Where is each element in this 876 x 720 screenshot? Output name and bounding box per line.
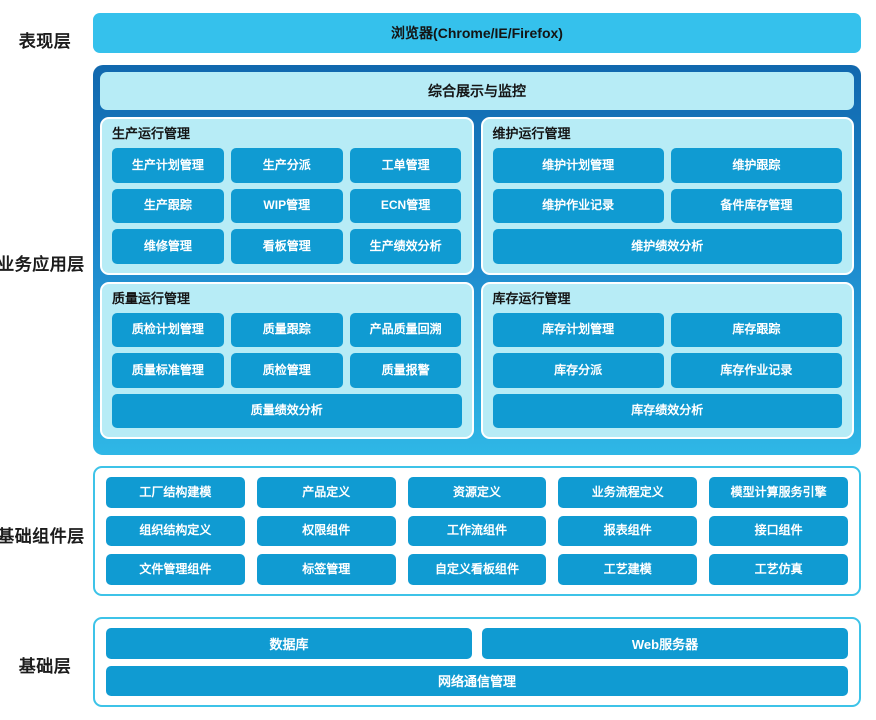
chip-wip-management[interactable]: WIP管理 — [230, 188, 343, 224]
chip-maintenance-tracking[interactable]: 维护跟踪 — [670, 148, 842, 183]
chip-row: 生产跟踪 WIP管理 ECN管理 — [112, 188, 462, 224]
chip-inventory-job-record[interactable]: 库存作业记录 — [670, 353, 842, 388]
component-row: 组织结构定义 权限组件 工作流组件 报表组件 接口组件 — [106, 515, 848, 547]
chip-row: 库存绩效分析 — [492, 393, 842, 429]
chip-inventory-dispatch[interactable]: 库存分派 — [492, 353, 664, 388]
chip-inventory-plan[interactable]: 库存计划管理 — [492, 312, 664, 348]
chip-file-management-component[interactable]: 文件管理组件 — [106, 554, 245, 586]
chip-permission-component[interactable]: 权限组件 — [256, 515, 396, 547]
infrastructure-layer: 数据库 Web服务器 网络通信管理 — [93, 617, 861, 707]
chip-quality-performance[interactable]: 质量绩效分析 — [112, 393, 462, 429]
panel-title-maintenance: 维护运行管理 — [492, 126, 571, 141]
infrastructure-row: 网络通信管理 — [106, 665, 848, 696]
chip-work-order[interactable]: 工单管理 — [349, 148, 462, 183]
panel-maintenance: 维护运行管理 维护计划管理 维护跟踪 维护作业记录 备件库存管理 维护绩效分析 — [480, 117, 854, 275]
chip-quality-tracking[interactable]: 质量跟踪 — [230, 312, 343, 348]
panel-quality: 质量运行管理 质检计划管理 质量跟踪 产品质量回溯 质量标准管理 质检管理 质量… — [100, 281, 474, 439]
panel-rows-inventory: 库存计划管理 库存跟踪 库存分派 库存作业记录 库存绩效分析 — [492, 312, 842, 429]
chip-row: 生产计划管理 生产分派 工单管理 — [112, 148, 462, 183]
chip-product-quality-traceback[interactable]: 产品质量回溯 — [349, 312, 462, 348]
panel-rows-quality: 质检计划管理 质量跟踪 产品质量回溯 质量标准管理 质检管理 质量报警 质量绩效… — [112, 312, 462, 429]
chip-label-management[interactable]: 标签管理 — [256, 554, 396, 586]
chip-row: 维修管理 看板管理 生产绩效分析 — [112, 229, 462, 264]
chip-maintenance-performance[interactable]: 维护绩效分析 — [492, 229, 842, 264]
chip-inspection-plan[interactable]: 质检计划管理 — [112, 312, 224, 348]
chip-workflow-component[interactable]: 工作流组件 — [407, 515, 547, 547]
layer-label-infrastructure: 基础层 — [18, 657, 72, 676]
chip-maintenance-job-record[interactable]: 维护作业记录 — [492, 188, 664, 224]
panel-rows-production: 生产计划管理 生产分派 工单管理 生产跟踪 WIP管理 ECN管理 维修管理 看… — [112, 148, 462, 264]
chip-inspection-management[interactable]: 质检管理 — [230, 353, 343, 388]
infrastructure-row: 数据库 Web服务器 — [106, 628, 848, 659]
chip-production-dispatch[interactable]: 生产分派 — [230, 148, 343, 183]
chip-report-component[interactable]: 报表组件 — [558, 515, 698, 547]
chip-inventory-tracking[interactable]: 库存跟踪 — [670, 312, 842, 348]
panel-inventory: 库存运行管理 库存计划管理 库存跟踪 库存分派 库存作业记录 库存绩效分析 — [480, 281, 854, 439]
chip-row: 库存计划管理 库存跟踪 — [492, 312, 842, 348]
chip-row: 维护计划管理 维护跟踪 — [492, 148, 842, 183]
chip-kanban-management[interactable]: 看板管理 — [230, 229, 343, 264]
chip-quality-alarm[interactable]: 质量报警 — [349, 353, 462, 388]
chip-maintenance-plan[interactable]: 维护计划管理 — [492, 148, 664, 183]
chip-row: 质量绩效分析 — [112, 393, 462, 429]
business-application-layer: 综合展示与监控 生产运行管理 生产计划管理 生产分派 工单管理 生产跟踪 WIP… — [93, 65, 861, 455]
overview-monitoring-bar[interactable]: 综合展示与监控 — [100, 72, 854, 110]
chip-web-server[interactable]: Web服务器 — [482, 628, 848, 659]
chip-interface-component[interactable]: 接口组件 — [709, 515, 848, 547]
panel-production: 生产运行管理 生产计划管理 生产分派 工单管理 生产跟踪 WIP管理 ECN管理… — [100, 117, 474, 275]
overview-monitoring-label: 综合展示与监控 — [428, 83, 526, 99]
business-panel-grid: 生产运行管理 生产计划管理 生产分派 工单管理 生产跟踪 WIP管理 ECN管理… — [100, 117, 854, 439]
chip-product-definition[interactable]: 产品定义 — [256, 477, 396, 508]
chip-business-process-definition[interactable]: 业务流程定义 — [558, 477, 698, 508]
chip-row: 质检计划管理 质量跟踪 产品质量回溯 — [112, 312, 462, 348]
layer-label-business: 业务应用层 — [0, 255, 85, 274]
presentation-browser-bar[interactable]: 浏览器(Chrome/IE/Firefox) — [93, 13, 861, 53]
chip-network-communication-management[interactable]: 网络通信管理 — [106, 665, 848, 696]
panel-title-inventory: 库存运行管理 — [492, 290, 571, 306]
chip-production-tracking[interactable]: 生产跟踪 — [112, 188, 224, 224]
chip-production-performance[interactable]: 生产绩效分析 — [349, 229, 462, 264]
presentation-browser-label: 浏览器(Chrome/IE/Firefox) — [391, 25, 563, 41]
chip-row: 维护作业记录 备件库存管理 — [492, 188, 842, 224]
chip-model-compute-service-engine[interactable]: 模型计算服务引擎 — [709, 477, 848, 508]
chip-quality-standard[interactable]: 质量标准管理 — [112, 353, 224, 388]
layer-label-presentation: 表现层 — [18, 32, 72, 51]
chip-custom-kanban-component[interactable]: 自定义看板组件 — [407, 554, 547, 586]
chip-org-structure-definition[interactable]: 组织结构定义 — [106, 515, 245, 547]
chip-factory-structure-modeling[interactable]: 工厂结构建模 — [106, 477, 245, 508]
chip-resource-definition[interactable]: 资源定义 — [407, 477, 547, 508]
chip-spare-parts-inventory[interactable]: 备件库存管理 — [670, 188, 842, 224]
panel-title-production: 生产运行管理 — [112, 126, 191, 141]
chip-database[interactable]: 数据库 — [106, 628, 472, 659]
chip-row: 维护绩效分析 — [492, 229, 842, 264]
component-row: 工厂结构建模 产品定义 资源定义 业务流程定义 模型计算服务引擎 — [106, 477, 848, 508]
layer-label-components: 基础组件层 — [0, 527, 85, 546]
component-row: 文件管理组件 标签管理 自定义看板组件 工艺建模 工艺仿真 — [106, 554, 848, 586]
chip-row: 质量标准管理 质检管理 质量报警 — [112, 353, 462, 388]
chip-ecn-management[interactable]: ECN管理 — [349, 188, 462, 224]
panel-rows-maintenance: 维护计划管理 维护跟踪 维护作业记录 备件库存管理 维护绩效分析 — [492, 148, 842, 264]
panel-title-quality: 质量运行管理 — [112, 290, 191, 306]
chip-process-modeling[interactable]: 工艺建模 — [558, 554, 698, 586]
chip-repair-management[interactable]: 维修管理 — [112, 229, 224, 264]
chip-production-plan[interactable]: 生产计划管理 — [112, 148, 224, 183]
chip-row: 库存分派 库存作业记录 — [492, 353, 842, 388]
chip-process-simulation[interactable]: 工艺仿真 — [709, 554, 848, 586]
base-components-layer: 工厂结构建模 产品定义 资源定义 业务流程定义 模型计算服务引擎 组织结构定义 … — [93, 466, 861, 596]
chip-inventory-performance[interactable]: 库存绩效分析 — [492, 393, 842, 429]
